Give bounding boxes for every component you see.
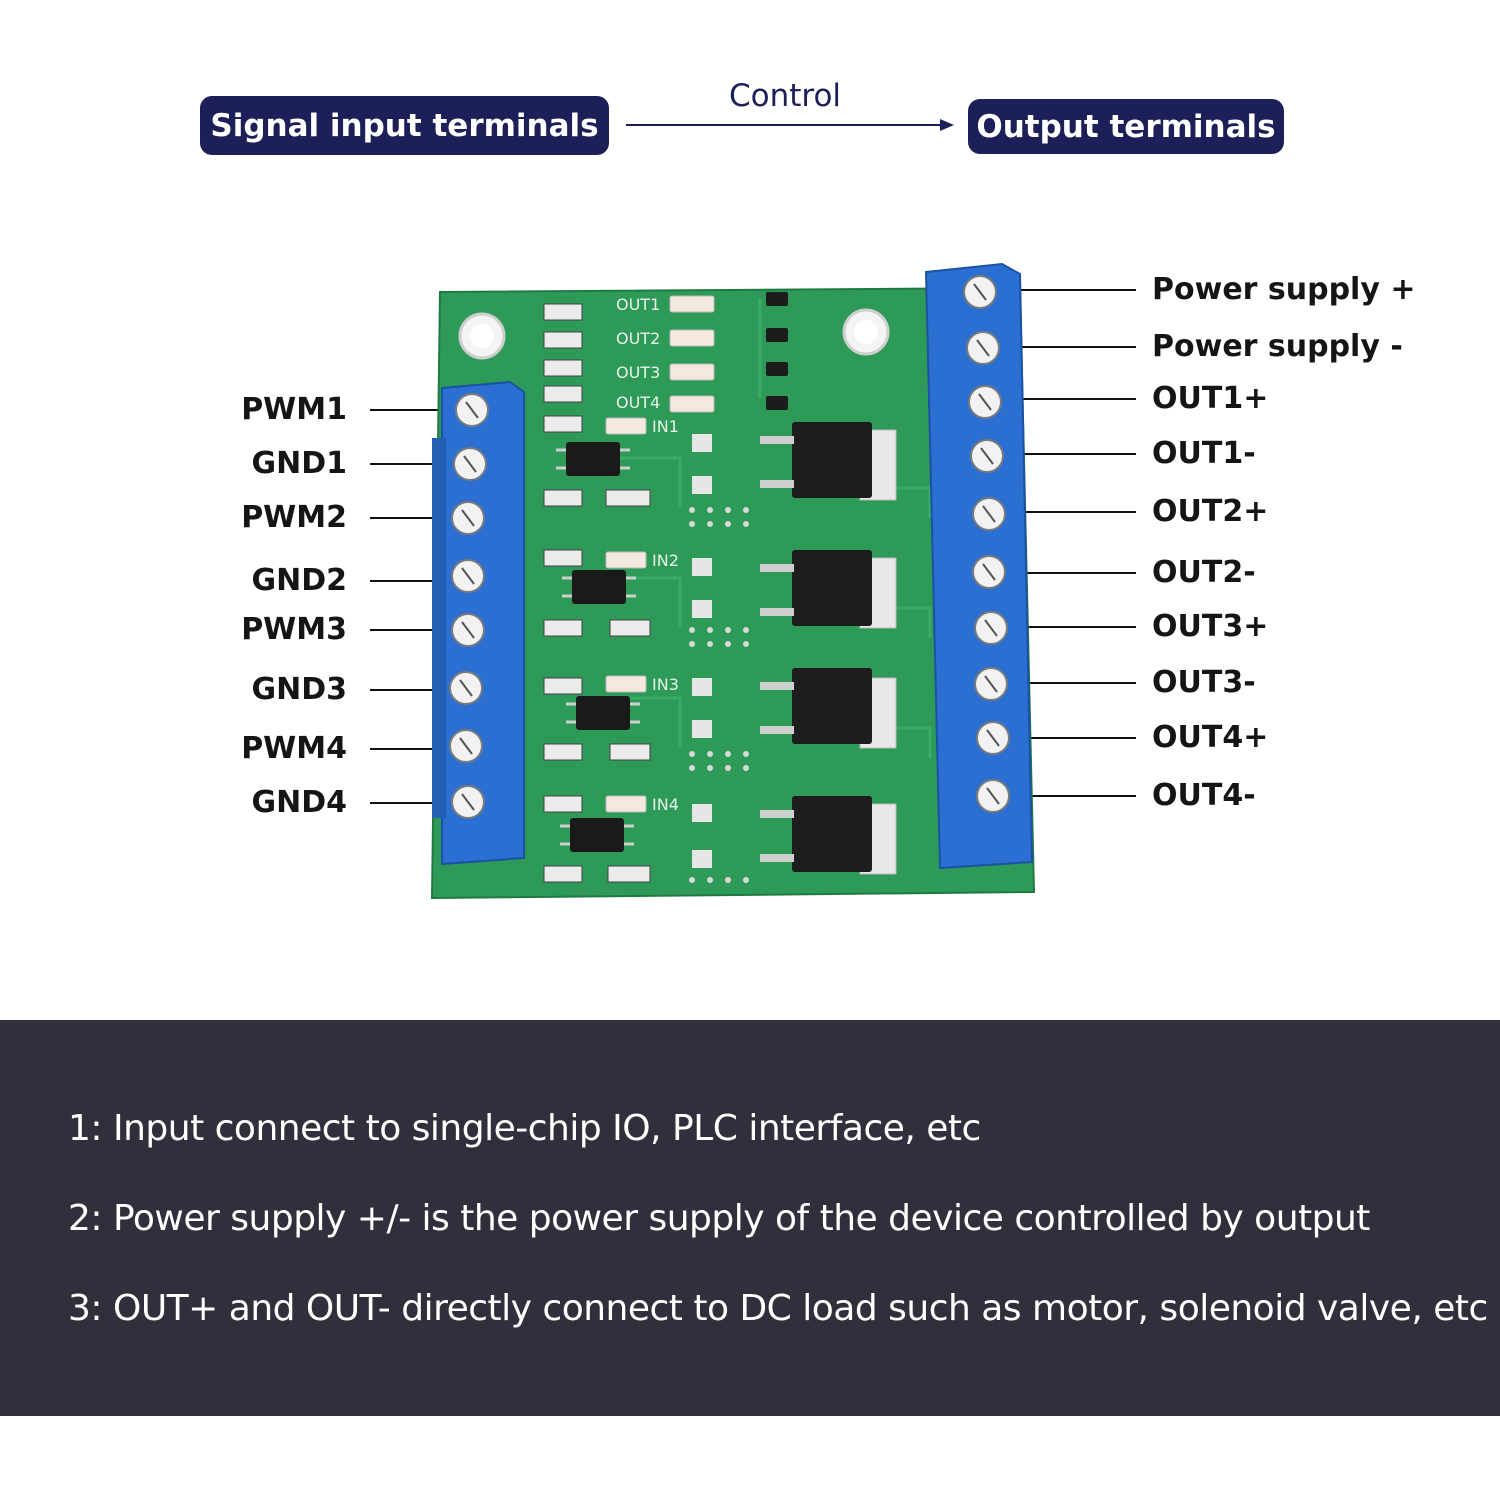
silk-in1: IN1 [652, 417, 679, 436]
note-3: 3: OUT+ and OUT- directly connect to DC … [68, 1288, 1488, 1329]
label-pwm2: PWM2 [241, 500, 347, 535]
label-out4-minus: OUT4- [1152, 778, 1256, 813]
label-gnd1: GND1 [251, 446, 347, 481]
label-out2-minus: OUT2- [1152, 555, 1256, 590]
optocoupler-icon [566, 442, 630, 852]
mosfet-board: OUT1 OUT2 OUT3 OUT4 IN1 IN2 IN3 IN4 [430, 262, 1036, 900]
signal-input-terminals-label: Signal input terminals [200, 96, 609, 155]
label-pwm4: PWM4 [241, 731, 347, 766]
label-out3-plus: OUT3+ [1152, 609, 1269, 644]
led-icon [605, 551, 647, 569]
led-icon [605, 795, 647, 813]
control-label: Control [728, 78, 842, 114]
label-power-supply-minus: Power supply - [1152, 329, 1403, 364]
led-icon [669, 363, 715, 381]
silk-in3: IN3 [652, 675, 679, 694]
mosfet-icon [760, 668, 897, 749]
silk-out1: OUT1 [616, 295, 660, 314]
led-icon [605, 417, 647, 435]
led-icon [669, 295, 715, 313]
silk-in2: IN2 [652, 551, 679, 570]
input-terminal-block [432, 380, 525, 866]
silk-out4: OUT4 [616, 393, 660, 412]
mosfet-icon [760, 422, 897, 501]
mosfet-icon [760, 796, 897, 875]
label-gnd2: GND2 [251, 563, 347, 598]
silk-out3: OUT3 [616, 363, 660, 382]
control-arrow [626, 119, 954, 131]
notes-panel: 1: Input connect to single-chip IO, PLC … [0, 1020, 1500, 1416]
label-gnd3: GND3 [251, 672, 347, 707]
led-icon [669, 329, 715, 347]
led-icon [669, 395, 715, 413]
mosfet-icon [760, 550, 897, 629]
note-1: 1: Input connect to single-chip IO, PLC … [68, 1108, 981, 1149]
label-power-supply-plus: Power supply + [1152, 272, 1416, 307]
silk-in4: IN4 [652, 795, 679, 814]
label-out2-plus: OUT2+ [1152, 494, 1269, 529]
label-pwm3: PWM3 [241, 612, 347, 647]
label-out4-plus: OUT4+ [1152, 720, 1269, 755]
label-out3-minus: OUT3- [1152, 665, 1256, 700]
label-out1-minus: OUT1- [1152, 436, 1256, 471]
led-icon [605, 675, 647, 693]
label-gnd4: GND4 [251, 785, 347, 820]
silk-out2: OUT2 [616, 329, 660, 348]
output-terminal-block [924, 262, 1034, 870]
label-out1-plus: OUT1+ [1152, 381, 1269, 416]
label-pwm1: PWM1 [241, 392, 347, 427]
note-2: 2: Power supply +/- is the power supply … [68, 1198, 1370, 1239]
output-terminals-label: Output terminals [968, 99, 1284, 154]
